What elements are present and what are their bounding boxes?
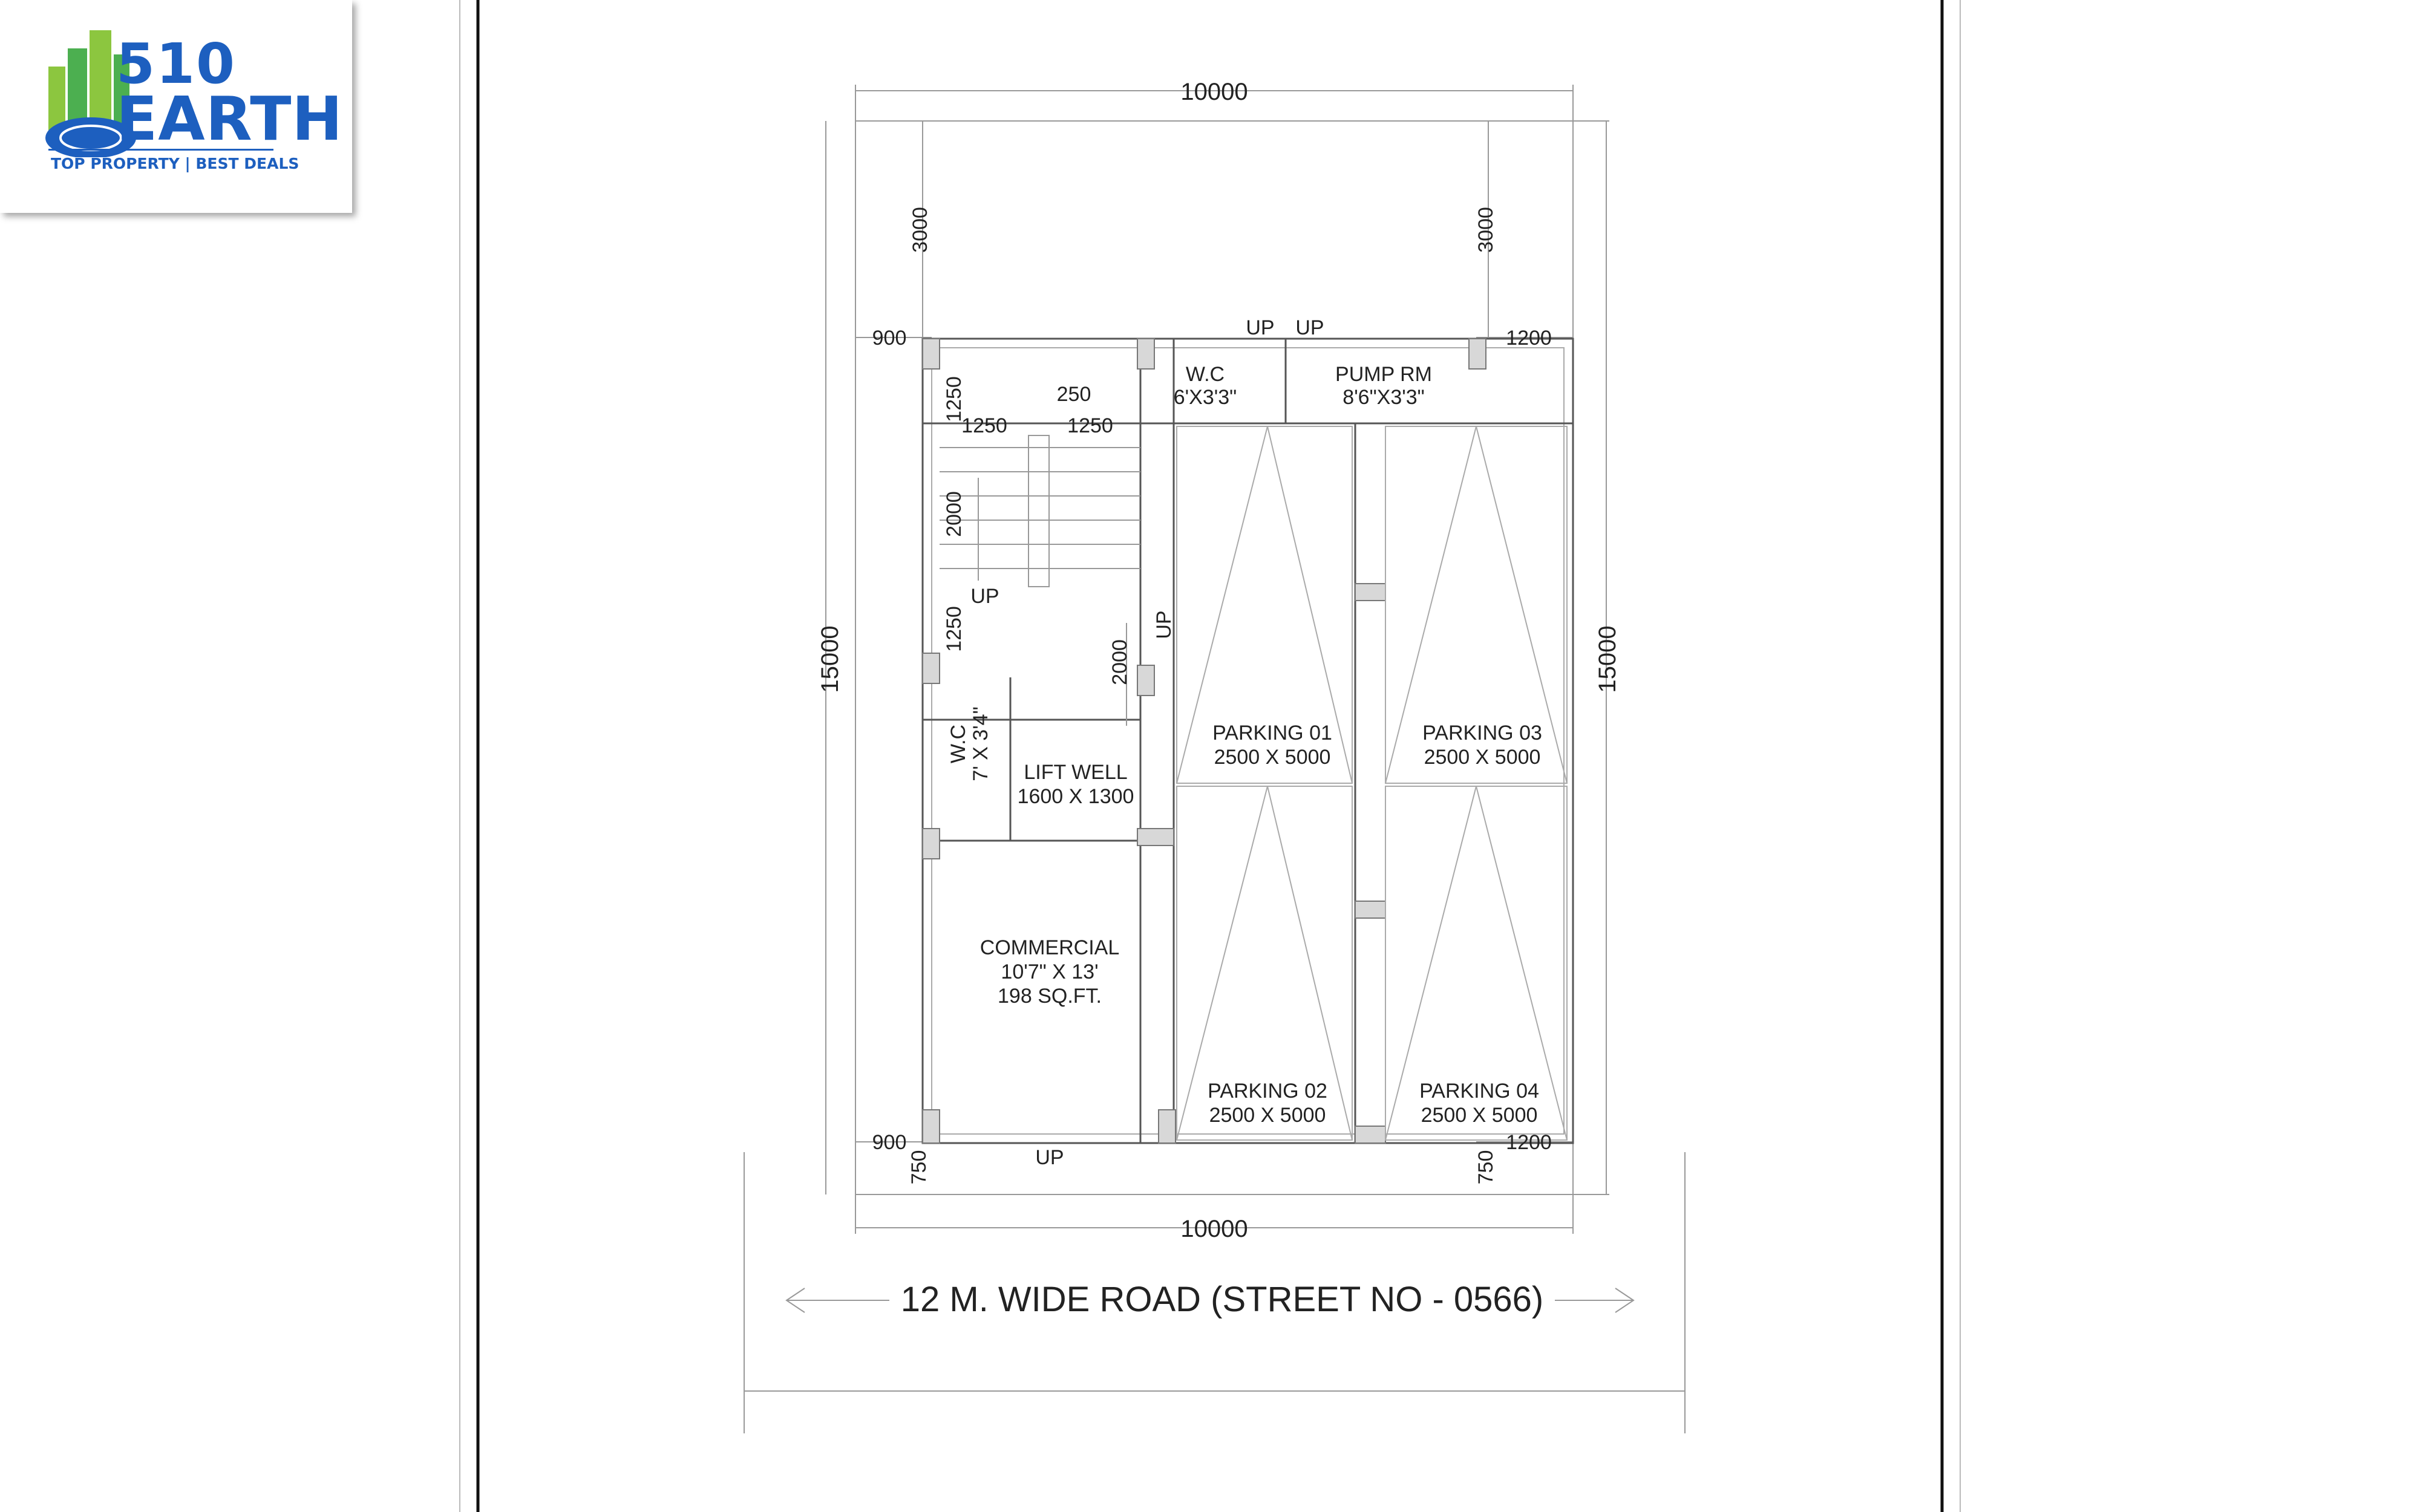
up-marker-pump: UP (1295, 316, 1324, 339)
commercial-size: 10'7" X 13' (1001, 960, 1098, 983)
sheet-frame (476, 0, 1944, 1512)
dim-stair-flight: 2000 (943, 491, 966, 537)
sheet-border (459, 0, 1961, 1512)
building-walls (921, 337, 1574, 1144)
dim-stair-landing-mid: 1250 (943, 606, 966, 652)
dim-right-height: 15000 (1594, 625, 1621, 692)
parking-01-name: PARKING 01 (1212, 722, 1332, 745)
dim-bottom-width: 10000 (1180, 1216, 1248, 1242)
pump-room-name: PUMP RM (1335, 363, 1432, 386)
wc-top-name: W.C (1186, 363, 1225, 386)
dim-stair-gap: 250 (1057, 383, 1091, 406)
wc-left-size: 7' X 3'4" (969, 706, 992, 781)
parking-03-name: PARKING 03 (1422, 722, 1542, 745)
up-marker-entry: UP (1035, 1146, 1064, 1169)
dim-right-side-top: 1200 (1506, 327, 1552, 350)
wall-columns (922, 338, 1486, 1144)
dim-front-left-margin: 3000 (909, 207, 932, 253)
brand-number: 510 (116, 31, 237, 96)
parking-bays (1176, 426, 1568, 1141)
pump-room-size: 8'6"X3'3" (1342, 386, 1424, 409)
dim-left-side-top: 900 (872, 327, 907, 350)
parking-03-size: 2500 X 5000 (1424, 746, 1541, 769)
brand-tagline: TOP PROPERTY | BEST DEALS (51, 155, 299, 172)
lift-well-size: 1600 X 1300 (1018, 785, 1134, 808)
wc-left-name: W.C (947, 725, 970, 763)
staircase (940, 435, 1140, 726)
dim-stair-right-flight: 2000 (1108, 639, 1131, 685)
dim-left-height: 15000 (817, 625, 843, 692)
commercial-name: COMMERCIAL (980, 936, 1119, 959)
building-globe-icon (45, 30, 136, 157)
dim-right-side-bottom: 1200 (1506, 1131, 1552, 1154)
dim-stair-right-width: 1250 (1067, 414, 1113, 437)
dim-top-width: 10000 (1180, 79, 1248, 105)
lift-well-name: LIFT WELL (1024, 761, 1127, 784)
parking-02-name: PARKING 02 (1208, 1080, 1327, 1103)
wc-top-size: 6'X3'3" (1174, 386, 1237, 409)
up-marker-wc: UP (1246, 316, 1274, 339)
road (744, 1152, 1686, 1433)
road-label: 12 M. WIDE ROAD (STREET NO - 0566) (901, 1280, 1543, 1319)
parking-04-name: PARKING 04 (1419, 1080, 1539, 1103)
dim-stair-landing-top: 1250 (943, 376, 966, 422)
up-marker-stair-right: UP (1153, 610, 1176, 639)
brand-word: EARTH (116, 83, 344, 154)
dim-rear-right: 750 (1474, 1150, 1497, 1185)
logo-rule (48, 149, 273, 151)
commercial-area: 198 SQ.FT. (998, 985, 1102, 1008)
dim-stair-left-width: 1250 (961, 414, 1007, 437)
dim-left-side-bottom: 900 (872, 1131, 907, 1154)
dim-rear-left: 750 (908, 1150, 930, 1185)
logo-card: 510 EARTH TOP PROPERTY | BEST DEALS (0, 0, 352, 213)
up-marker-stair: UP (970, 585, 999, 608)
parking-04-size: 2500 X 5000 (1421, 1104, 1538, 1127)
dimension-lines (825, 85, 1609, 1234)
parking-01-size: 2500 X 5000 (1214, 746, 1331, 769)
dim-front-right-margin: 3000 (1474, 207, 1497, 253)
parking-02-size: 2500 X 5000 (1209, 1104, 1326, 1127)
